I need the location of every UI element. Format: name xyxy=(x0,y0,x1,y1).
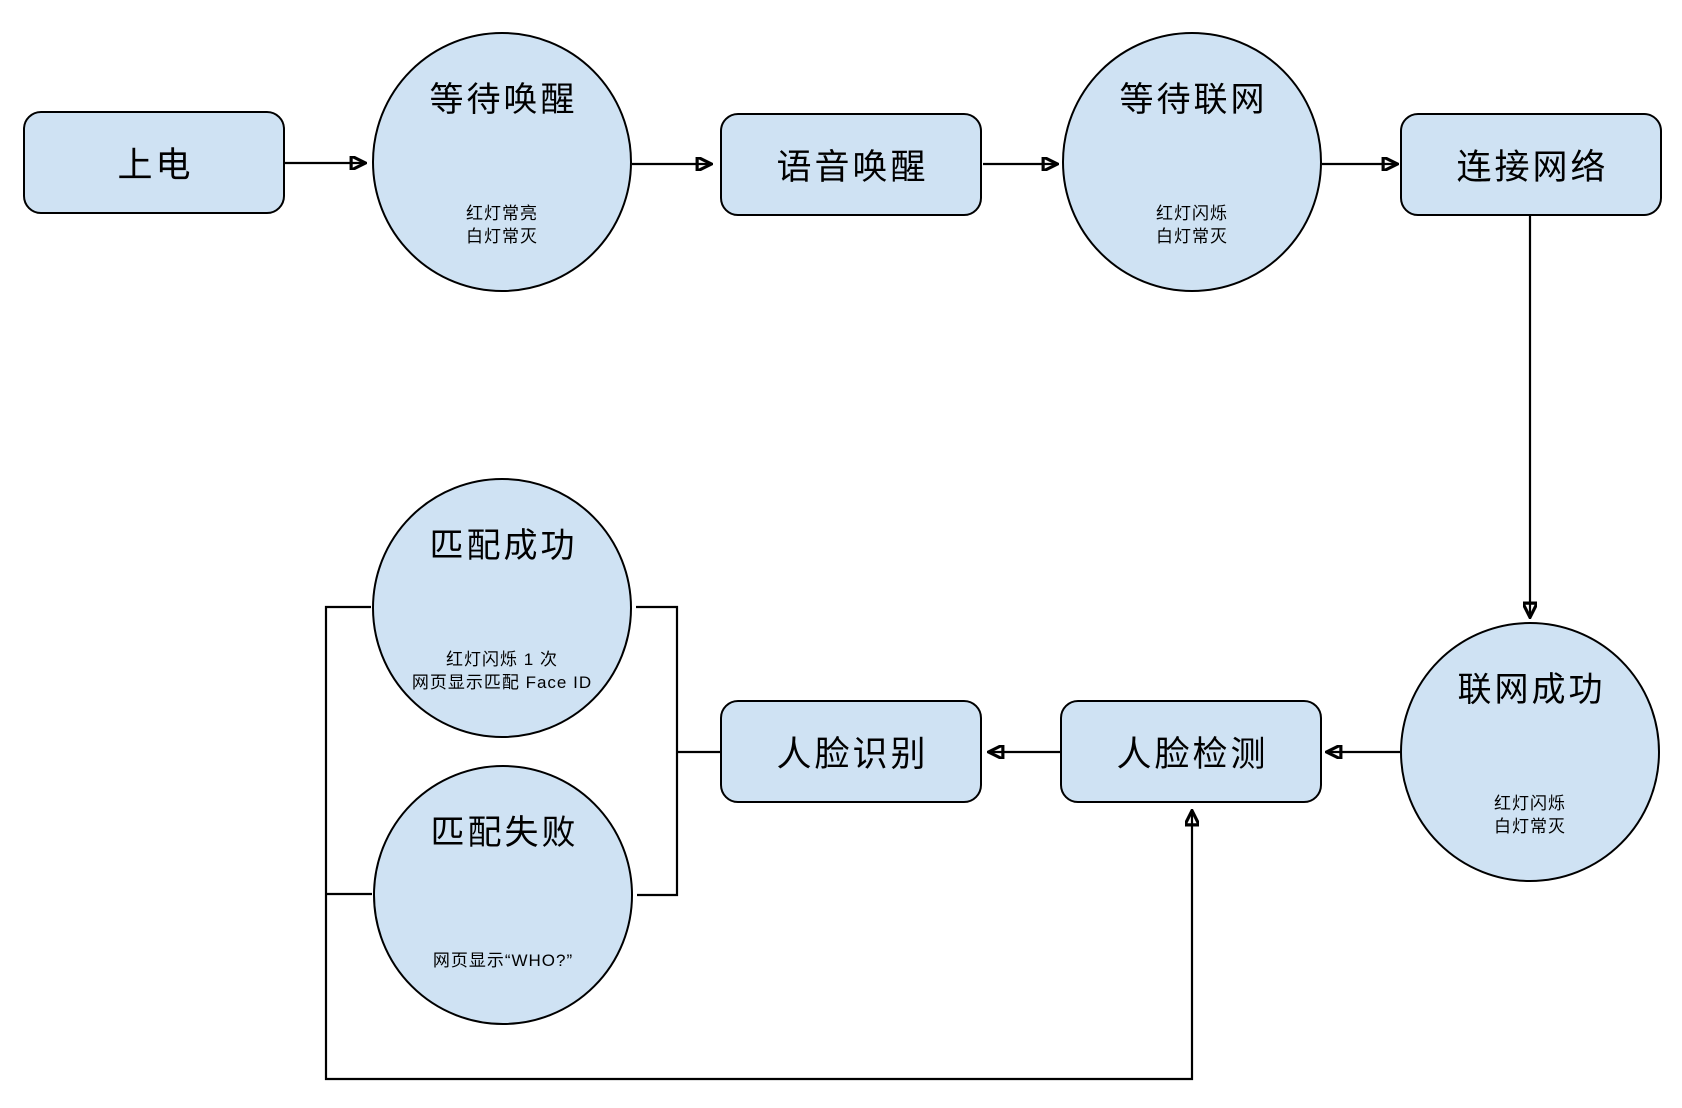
node-connect-network-label: 连接网络 xyxy=(1456,148,1609,187)
note-line: 红灯闪烁 1 次 xyxy=(446,650,558,669)
node-wait-network: 等待联网 红灯闪烁 白灯常灭 xyxy=(1062,32,1322,292)
note-line: 白灯常灭 xyxy=(1156,227,1228,246)
node-wait-network-title: 等待联网 xyxy=(1119,81,1268,119)
node-match-success-title: 匹配成功 xyxy=(429,527,578,565)
node-wait-network-note: 红灯闪烁 白灯常灭 xyxy=(1034,202,1350,248)
node-match-success: 匹配成功 红灯闪烁 1 次 网页显示匹配 Face ID xyxy=(372,478,632,738)
node-voice-wake: 语音唤醒 xyxy=(720,113,982,216)
note-line: 网页显示匹配 Face ID xyxy=(411,673,593,692)
node-match-fail-note: 网页显示“WHO?” xyxy=(345,949,661,972)
node-network-success: 联网成功 红灯闪烁 白灯常灭 xyxy=(1400,622,1660,882)
node-power-on: 上电 xyxy=(23,111,285,214)
note-line: 红灯常亮 xyxy=(466,204,538,223)
node-network-success-note: 红灯闪烁 白灯常灭 xyxy=(1372,792,1682,838)
node-power-on-label: 上电 xyxy=(117,146,194,185)
node-wait-wake: 等待唤醒 红灯常亮 白灯常灭 xyxy=(372,32,632,292)
note-line: 红灯闪烁 xyxy=(1494,794,1566,813)
node-wait-wake-note: 红灯常亮 白灯常灭 xyxy=(344,202,660,248)
node-match-fail-title: 匹配失败 xyxy=(430,814,579,852)
node-wait-wake-title: 等待唤醒 xyxy=(429,81,578,119)
node-match-success-note: 红灯闪烁 1 次 网页显示匹配 Face ID xyxy=(344,648,660,694)
node-match-fail: 匹配失败 网页显示“WHO?” xyxy=(373,765,633,1025)
node-voice-wake-label: 语音唤醒 xyxy=(776,148,929,187)
node-connect-network: 连接网络 xyxy=(1400,113,1662,216)
note-line: 红灯闪烁 xyxy=(1156,204,1228,223)
feedback-loop-to-face-detect xyxy=(324,605,1192,1081)
note-line: 网页显示“WHO?” xyxy=(432,951,574,970)
node-face-detect: 人脸检测 xyxy=(1060,700,1322,803)
node-face-recognize-label: 人脸识别 xyxy=(776,735,929,774)
node-face-detect-label: 人脸检测 xyxy=(1116,735,1269,774)
node-network-success-title: 联网成功 xyxy=(1457,671,1606,709)
note-line: 白灯常灭 xyxy=(466,227,538,246)
note-line: 白灯常灭 xyxy=(1494,817,1566,836)
node-face-recognize: 人脸识别 xyxy=(720,700,982,803)
